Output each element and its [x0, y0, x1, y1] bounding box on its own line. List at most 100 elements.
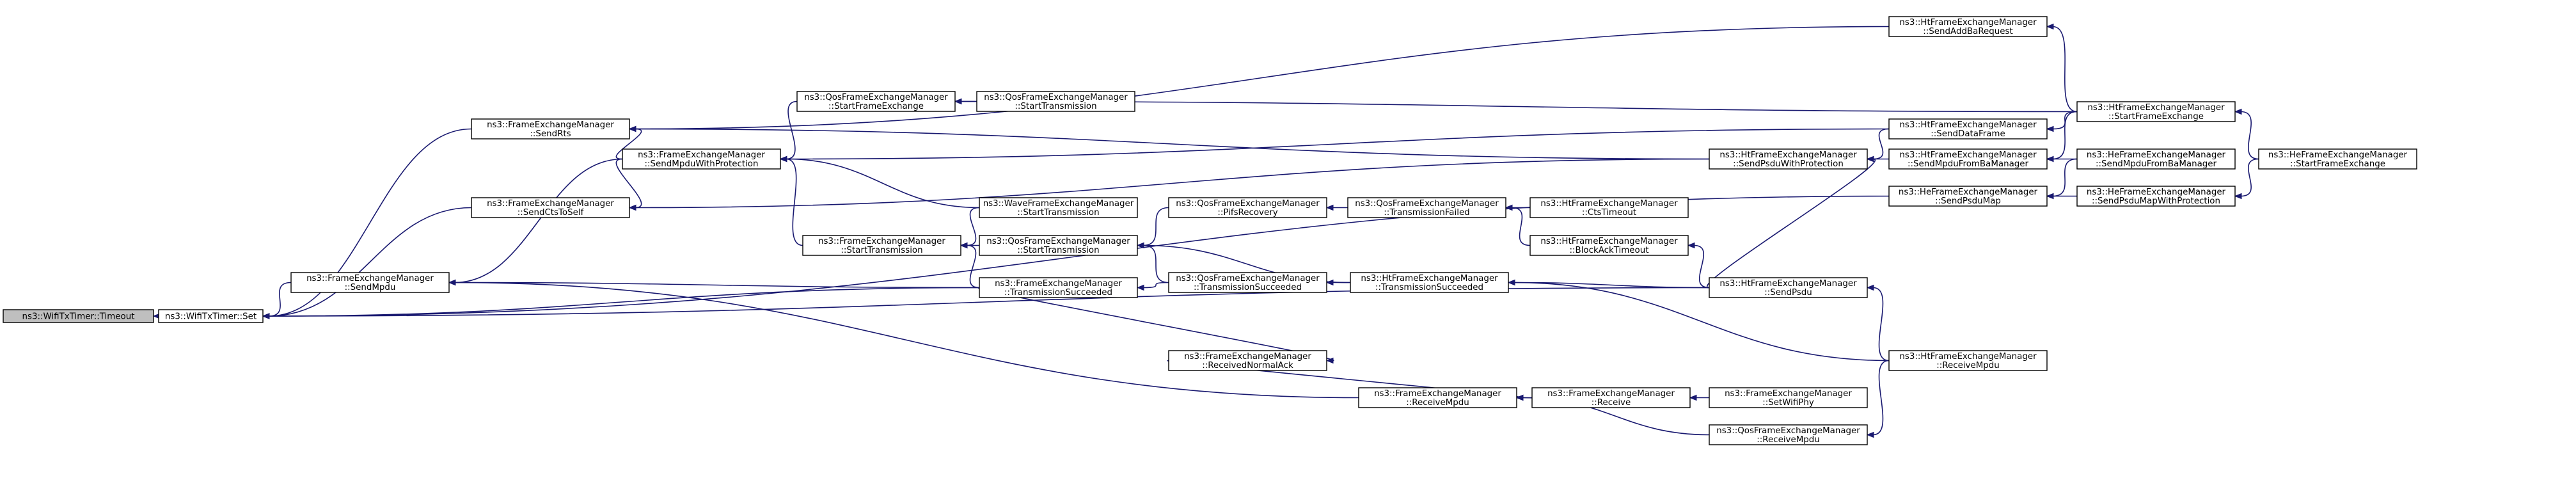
node-fem_sendrts[interactable]: ns3::FrameExchangeManager::SendRts: [471, 118, 630, 139]
node-label-line1: ns3::FrameExchangeManager: [995, 279, 1122, 289]
node-qos_receivempdu[interactable]: ns3::QosFrameExchangeManager::ReceiveMpd…: [1709, 424, 1868, 445]
node-label-line2: ::StartTransmission: [1017, 208, 1099, 218]
arrowhead-ht_startframeexchange-to-ht_sendaddbarequest: [2046, 23, 2054, 30]
node-label-line1: ns3::FrameExchangeManager: [487, 199, 614, 209]
node-label-line1: ns3::HeFrameExchangeManager: [2268, 150, 2408, 160]
node-label-line1: ns3::FrameExchangeManager: [638, 150, 765, 160]
edge-ht_startframeexchange-to-qos_startframeexchange: [960, 100, 2078, 113]
node-box: [1888, 350, 2048, 371]
node-wave_starttransmission[interactable]: ns3::WaveFrameExchangeManager::StartTran…: [979, 197, 1138, 218]
node-box: [471, 118, 630, 139]
node-box: [979, 197, 1138, 218]
arrowhead-he_sendmpdufrombamgr-to-ht_sendmpdufrombamgr: [2046, 155, 2054, 163]
node-label-line1: ns3::HtFrameExchangeManager: [1719, 279, 1857, 289]
node-box: [2076, 186, 2236, 207]
node-ht_sendpsduwithprot[interactable]: ns3::HtFrameExchangeManager::SendPsduWit…: [1709, 148, 1868, 170]
edge-ht_sendaddbarequest-to-fem_sendrts: [635, 26, 1890, 130]
arrowhead-ht_receivempdu-to-qos_receivempdu: [1866, 431, 1874, 438]
node-qos_startframeexchange[interactable]: ns3::QosFrameExchangeManager::StartFrame…: [796, 91, 956, 112]
edge-ht_sendpsdu-to-ht_sendpsduwithprot: [1707, 158, 1876, 289]
node-box: [1529, 235, 1689, 256]
node-fem_sendmpduwithprot[interactable]: ns3::FrameExchangeManager::SendMpduWithP…: [622, 148, 781, 170]
node-label: ns3::WifiTxTimer::Timeout: [22, 312, 135, 322]
node-label-line1: ns3::QosFrameExchangeManager: [1716, 426, 1860, 436]
call-graph-nodes: ns3::WifiTxTimer::Timeout ns3::WifiTxTime…: [3, 16, 2417, 445]
arrowhead-ht_transmissionsucceeded-to-qos_transmissionsucceeded: [1325, 279, 1334, 286]
node-box: [1888, 16, 2048, 37]
node-box: [1168, 350, 1327, 371]
node-he_sendpsdumapwithprot[interactable]: ns3::HeFrameExchangeManager::SendPsduMap…: [2076, 186, 2236, 207]
node-ht_blockacktimeout[interactable]: ns3::HtFrameExchangeManager::BlockAckTim…: [1529, 235, 1689, 256]
node-label-line1: ns3::FrameExchangeManager: [306, 274, 434, 283]
node-label-line1: ns3::FrameExchangeManager: [1547, 389, 1675, 399]
node-label-line1: ns3::HtFrameExchangeManager: [2087, 103, 2225, 113]
node-box: [622, 148, 781, 170]
node-box: [976, 91, 1135, 112]
node-label-line2: ::ReceivedNormalAck: [1202, 361, 1293, 370]
node-label-line1: ns3::QosFrameExchangeManager: [986, 237, 1130, 246]
edge-he_startframeexchange-to-ht_startframeexchange: [2240, 111, 2259, 160]
node-label-line1: ns3::HtFrameExchangeManager: [1361, 274, 1498, 283]
node-he_startframeexchange[interactable]: ns3::HeFrameExchangeManager::StartFrameE…: [2258, 148, 2417, 170]
edge-fem_sendmpduwithprot-to-fem_sendmpdu: [454, 158, 623, 283]
node-label-line2: ::SetWifiPhy: [1762, 398, 1814, 408]
edge-ht_receivempdu-to-ht_sendpsdu: [1872, 287, 1890, 362]
node-ht_receivempdu[interactable]: ns3::HtFrameExchangeManager::ReceiveMpdu: [1888, 350, 2048, 371]
node-ht_startframeexchange[interactable]: ns3::HtFrameExchangeManager::StartFrameE…: [2076, 101, 2236, 122]
node-label-line1: ns3::HeFrameExchangeManager: [1899, 187, 2038, 197]
node-label-line2: ::ReceiveMpdu: [1757, 435, 1820, 445]
arrowhead-qos_transmissionsucceeded-to-fem_transmissionsucceeded: [1136, 284, 1144, 291]
node-box: [1709, 277, 1868, 298]
node-qos_transmissionsucceeded[interactable]: ns3::QosFrameExchangeManager::Transmissi…: [1168, 272, 1327, 293]
node-label-line2: ::ReceiveMpdu: [1406, 398, 1469, 408]
node-fem_sendmpdu[interactable]: ns3::FrameExchangeManager::SendMpdu: [290, 272, 450, 293]
node-box: [1358, 387, 1517, 408]
node-box: [290, 272, 450, 293]
node-qos_transmissionfailed[interactable]: ns3::QosFrameExchangeManager::Transmissi…: [1347, 197, 1506, 218]
node-ht_sendmpdufrombamgr[interactable]: ns3::HtFrameExchangeManager::SendMpduFro…: [1888, 148, 2048, 170]
node-ht_transmissionsucceeded[interactable]: ns3::HtFrameExchangeManager::Transmissio…: [1350, 272, 1509, 293]
node-label-line2: ::SendCtsToSelf: [518, 208, 584, 218]
edge-fem_sendctstoself-to-set: [268, 207, 472, 317]
edge-fem_sendmpduwithprot-to-fem_sendrts: [615, 128, 642, 160]
node-box: [1709, 148, 1868, 170]
node-label-line2: ::StartTransmission: [841, 246, 922, 255]
arrowhead-qos_receivempdu-to-fem_receivempdu: [1515, 394, 1524, 401]
node-ht_ctstimeout[interactable]: ns3::HtFrameExchangeManager::CtsTimeout: [1529, 197, 1689, 218]
node-ht_sendpsdu[interactable]: ns3::HtFrameExchangeManager::SendPsdu: [1709, 277, 1868, 298]
node-label-line1: ns3::QosFrameExchangeManager: [1355, 199, 1499, 209]
arrowhead-ht_receivempdu-to-ht_sendpsdu: [1866, 284, 1874, 291]
node-label-line1: ns3::FrameExchangeManager: [1725, 389, 1852, 399]
node-fem_receive[interactable]: ns3::FrameExchangeManager::Receive: [1531, 387, 1691, 408]
node-fem_receivempdu[interactable]: ns3::FrameExchangeManager::ReceiveMpdu: [1358, 387, 1517, 408]
edge-ht_sendpsdu-to-ht_blockacktimeout: [1693, 244, 1710, 289]
node-box: [2258, 148, 2417, 170]
node-box: [1531, 387, 1691, 408]
node-fem_sendctstoself[interactable]: ns3::FrameExchangeManager::SendCtsToSelf: [471, 197, 630, 218]
edge-ht_sendpsdu-to-ht_transmissionsucceeded: [1513, 282, 1710, 289]
node-fem_transmissionsucceeded[interactable]: ns3::FrameExchangeManager::TransmissionS…: [979, 277, 1138, 298]
node-qos_pifsrecovery[interactable]: ns3::QosFrameExchangeManager::PifsRecove…: [1168, 197, 1327, 218]
node-set[interactable]: ns3::WifiTxTimer::Set: [158, 309, 264, 323]
node-box: [1168, 197, 1327, 218]
node-timeout[interactable]: ns3::WifiTxTimer::Timeout: [3, 309, 154, 323]
node-fem_receivednormalack[interactable]: ns3::FrameExchangeManager::ReceivedNorma…: [1168, 350, 1327, 371]
node-fem_setwifiphy[interactable]: ns3::FrameExchangeManager::SetWifiPhy: [1709, 387, 1868, 408]
node-ht_senddataframe[interactable]: ns3::HtFrameExchangeManager::SendDataFra…: [1888, 118, 2048, 139]
node-label-line1: ns3::HtFrameExchangeManager: [1899, 120, 2037, 130]
edge-ht_blockacktimeout-to-qos_transmissionfailed: [1511, 207, 1531, 246]
node-label-line2: ::SendRts: [530, 129, 571, 139]
node-qos_starttransmission_a[interactable]: ns3::QosFrameExchangeManager::StartTrans…: [976, 91, 1135, 112]
node-he_sendpsdumap[interactable]: ns3::HeFrameExchangeManager::SendPsduMap: [1888, 186, 2048, 207]
node-box: [979, 277, 1138, 298]
node-ht_sendaddbarequest[interactable]: ns3::HtFrameExchangeManager::SendAddBaRe…: [1888, 16, 2048, 37]
arrowhead-ht_sendpsdu-to-ht_blockacktimeout: [1687, 242, 1695, 249]
arrowhead-he_startframeexchange-to-ht_startframeexchange: [2234, 108, 2242, 115]
edge-ht_startframeexchange-to-ht_sendmpdufrombamgr: [2052, 111, 2078, 160]
arrowhead-he_sendmpdufrombamgr-to-he_sendpsdumap: [2046, 193, 2054, 200]
node-label-line2: ::SendMpduFromBaManager: [1908, 159, 2029, 169]
node-box: [1350, 272, 1509, 293]
node-qos_starttransmission_b[interactable]: ns3::QosFrameExchangeManager::StartTrans…: [979, 235, 1138, 256]
node-he_sendmpdufrombamgr[interactable]: ns3::HeFrameExchangeManager::SendMpduFro…: [2076, 148, 2236, 170]
node-fem_starttransmission[interactable]: ns3::FrameExchangeManager::StartTransmis…: [802, 235, 961, 256]
